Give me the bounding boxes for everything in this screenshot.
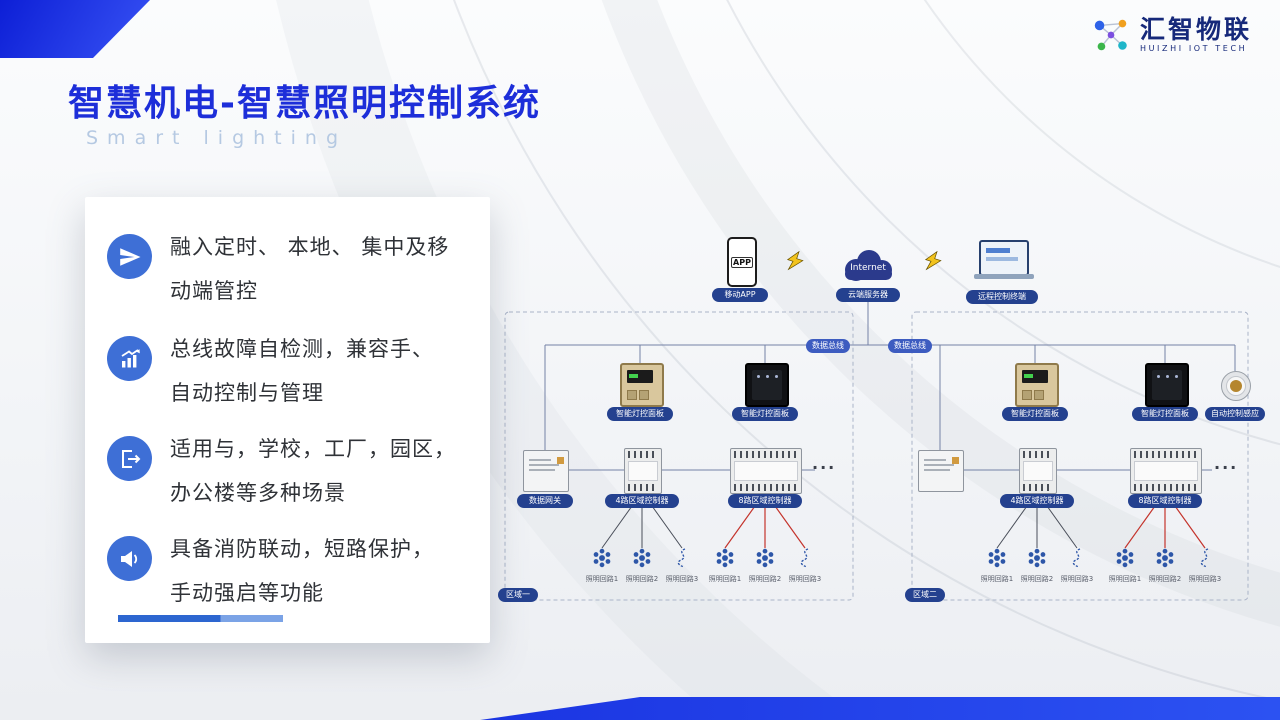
more-devices-ellipsis: ··· <box>812 458 837 477</box>
smart-light-panel-icon <box>1145 363 1189 407</box>
label-remote-terminal: 远程控制终端 <box>966 290 1038 304</box>
lightning-icon <box>786 250 804 271</box>
data-gateway-icon <box>918 450 964 492</box>
circuit-label: 照明回路3 <box>1060 575 1094 583</box>
circuit-label: 照明回路3 <box>665 575 699 583</box>
logo-network-icon <box>1094 19 1127 51</box>
circuit-label: 照明回路2 <box>625 575 659 583</box>
light-circuit-icon <box>714 547 736 569</box>
feature-text: 总线故障自检测，兼容手、 自动控制与管理 <box>170 327 434 415</box>
light-circuit-icon <box>1154 547 1176 569</box>
circuit-label: 照明回路3 <box>1188 575 1222 583</box>
feature-line: 适用与，学校，工厂，园区， <box>170 437 456 461</box>
feature-line: 总线故障自检测，兼容手、 <box>170 337 434 361</box>
label-light-panel: 智能灯控面板 <box>1002 407 1068 421</box>
auto-sensor-icon <box>1221 371 1251 401</box>
zone-controller-4ch-icon <box>1019 448 1057 494</box>
feature-line: 自动控制与管理 <box>170 381 324 405</box>
feature-line: 手动强启等功能 <box>170 581 324 605</box>
feature-text: 具备消防联动，短路保护， 手动强启等功能 <box>170 527 434 615</box>
light-circuit-icon <box>1114 547 1136 569</box>
page-subtitle: Smart lighting <box>86 127 348 149</box>
paper-plane-icon <box>107 234 152 279</box>
smart-light-panel-icon <box>1015 363 1059 407</box>
feature-text: 融入定时、 本地、 集中及移 动端管控 <box>170 225 449 313</box>
circuit-label: 照明回路2 <box>1020 575 1054 583</box>
light-circuit-icon <box>986 547 1008 569</box>
internet-cloud-icon <box>845 250 892 281</box>
label-controller-4ch: 4路区域控制器 <box>605 494 679 508</box>
label-data-bus: 数据总线 <box>806 339 850 353</box>
bottom-accent-bar <box>480 697 1280 720</box>
circuit-label: 照明回路1 <box>980 575 1014 583</box>
more-circuits-icon <box>673 545 691 571</box>
label-mobile-app: 移动APP <box>712 288 768 302</box>
horn-icon <box>107 536 152 581</box>
zone-2-badge: 区域二 <box>905 588 945 602</box>
light-circuit-icon <box>591 547 613 569</box>
light-circuit-icon <box>754 547 776 569</box>
laptop-base <box>974 274 1034 279</box>
feature-item: 总线故障自检测，兼容手、 自动控制与管理 <box>107 327 434 415</box>
label-light-panel: 智能灯控面板 <box>732 407 798 421</box>
feature-item: 具备消防联动，短路保护， 手动强启等功能 <box>107 527 434 615</box>
label-light-panel: 智能灯控面板 <box>1132 407 1198 421</box>
zone-controller-8ch-icon <box>730 448 802 494</box>
smart-light-panel-icon <box>745 363 789 407</box>
feature-line: 融入定时、 本地、 集中及移 <box>170 235 450 259</box>
more-circuits-icon <box>796 545 814 571</box>
label-auto-sensor: 自动控制感应 <box>1205 407 1265 421</box>
more-circuits-icon <box>1068 545 1086 571</box>
zone-1-badge: 区域一 <box>498 588 538 602</box>
accent-underline <box>118 615 283 622</box>
light-circuit-icon <box>1026 547 1048 569</box>
more-circuits-icon <box>1196 545 1214 571</box>
label-cloud-server: 云端服务器 <box>836 288 900 302</box>
label-data-bus: 数据总线 <box>888 339 932 353</box>
lightning-icon <box>924 250 942 271</box>
chart-icon <box>107 336 152 381</box>
data-gateway-icon <box>523 450 569 492</box>
feature-item: 适用与，学校，工厂，园区， 办公楼等多种场景 <box>107 427 456 515</box>
label-controller-8ch: 8路区域控制器 <box>1128 494 1202 508</box>
smart-light-panel-icon <box>620 363 664 407</box>
circuit-label: 照明回路2 <box>748 575 782 583</box>
phone-screen-text: APP <box>731 256 753 268</box>
light-circuit-icon <box>631 547 653 569</box>
feature-line: 具备消防联动，短路保护， <box>170 537 434 561</box>
circuit-label: 照明回路3 <box>788 575 822 583</box>
label-controller-8ch: 8路区域控制器 <box>728 494 802 508</box>
feature-text: 适用与，学校，工厂，园区， 办公楼等多种场景 <box>170 427 456 515</box>
zone-boundaries <box>504 311 1249 601</box>
feature-item: 融入定时、 本地、 集中及移 动端管控 <box>107 225 449 313</box>
logo-text: 汇智物联 HUIZHI IOT TECH <box>1139 15 1252 54</box>
circuit-label: 照明回路1 <box>1108 575 1142 583</box>
label-controller-4ch: 4路区域控制器 <box>1000 494 1074 508</box>
laptop-icon <box>979 240 1029 276</box>
circuit-label: 照明回路2 <box>1148 575 1182 583</box>
feature-line: 动端管控 <box>170 279 258 303</box>
more-devices-ellipsis: ··· <box>1214 458 1239 477</box>
label-light-panel: 智能灯控面板 <box>607 407 673 421</box>
exit-icon <box>107 436 152 481</box>
mobile-phone-icon: APP <box>727 237 757 287</box>
feature-card: 融入定时、 本地、 集中及移 动端管控 总线故障自检测，兼容手、 自动控制 <box>85 197 490 643</box>
company-logo: 汇智物联 HUIZHI IOT TECH <box>1090 14 1252 56</box>
label-data-gateway: 数据网关 <box>517 494 573 508</box>
company-name: 汇智物联 <box>1139 15 1252 44</box>
zone-controller-8ch-icon <box>1130 448 1202 494</box>
page-title: 智慧机电-智慧照明控制系统 <box>68 83 541 124</box>
company-tagline: HUIZHI IOT TECH <box>1139 44 1248 53</box>
feature-line: 办公楼等多种场景 <box>170 481 346 505</box>
circuit-label: 照明回路1 <box>585 575 619 583</box>
zone-controller-4ch-icon <box>624 448 662 494</box>
cloud-text: Internet <box>850 263 886 273</box>
circuit-label: 照明回路1 <box>708 575 742 583</box>
